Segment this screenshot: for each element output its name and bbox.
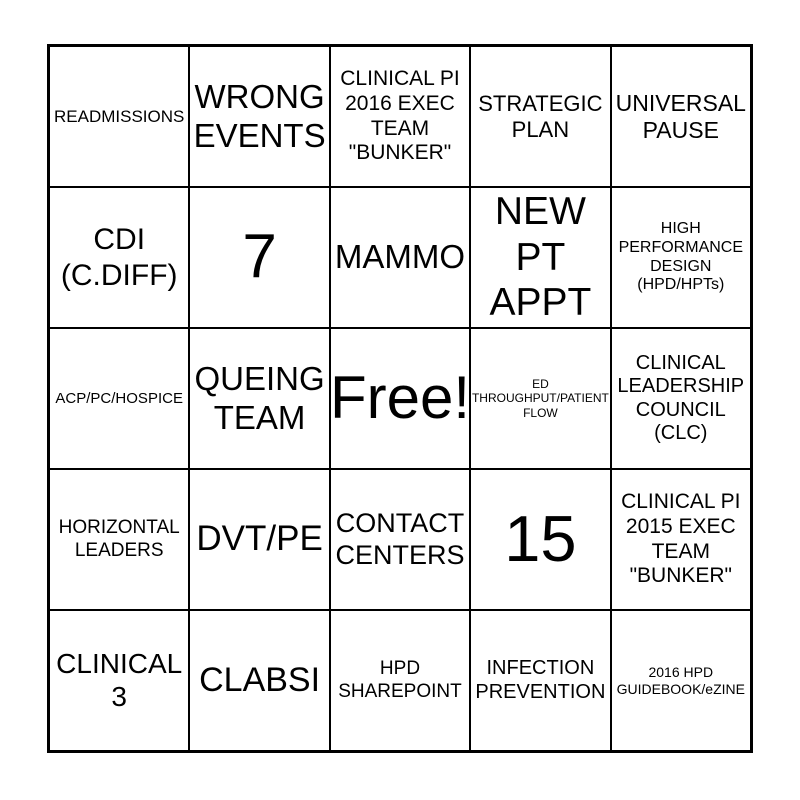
cell-cdi-cdiff[interactable]: CDI (C.DIFF) xyxy=(49,187,190,328)
free-space-cell[interactable]: Free! xyxy=(329,328,471,469)
cell-mammo[interactable]: MAMMO xyxy=(329,187,471,328)
cell-high-performance-design[interactable]: HIGH PERFORMANCE DESIGN (HPD/HPTs) xyxy=(610,187,751,328)
cell-dvt-pe[interactable]: DVT/PE xyxy=(189,469,330,610)
cell-universal-pause[interactable]: UNIVERSAL PAUSE xyxy=(610,46,751,187)
cell-clinical-pi-2016-bunker[interactable]: CLINICAL PI 2016 EXEC TEAM "BUNKER" xyxy=(329,46,471,187)
cell-readmissions[interactable]: READMISSIONS xyxy=(49,46,190,187)
cell-number-7[interactable]: 7 xyxy=(189,187,330,328)
cell-horizontal-leaders[interactable]: HORIZONTAL LEADERS xyxy=(49,469,190,610)
cell-new-pt-appt[interactable]: NEW PT APPT xyxy=(470,187,611,328)
cell-wrong-events[interactable]: WRONG EVENTS xyxy=(189,46,330,187)
cell-contact-centers[interactable]: CONTACT CENTERS xyxy=(329,469,471,610)
cell-clabsi[interactable]: CLABSI xyxy=(189,610,330,751)
bingo-card: READMISSIONS WRONG EVENTS CLINICAL PI 20… xyxy=(47,44,753,753)
cell-number-15[interactable]: 15 xyxy=(470,469,611,610)
cell-acp-pc-hospice[interactable]: ACP/PC/HOSPICE xyxy=(49,328,190,469)
cell-hpd-sharepoint[interactable]: HPD SHAREPOINT xyxy=(329,610,471,751)
cell-strategic-plan[interactable]: STRATEGIC PLAN xyxy=(470,46,611,187)
cell-clinical-pi-2015-bunker[interactable]: CLINICAL PI 2015 EXEC TEAM "BUNKER" xyxy=(610,469,751,610)
cell-ed-throughput-flow[interactable]: ED THROUGHPUT/PATIENT FLOW xyxy=(470,328,611,469)
cell-infection-prevention[interactable]: INFECTION PREVENTION xyxy=(470,610,611,751)
cell-clinical-leadership-council[interactable]: CLINICAL LEADERSHIP COUNCIL (CLC) xyxy=(610,328,751,469)
cell-2016-hpd-guidebook[interactable]: 2016 HPD GUIDEBOOK/eZINE xyxy=(610,610,751,751)
cell-clinical-3[interactable]: CLINICAL 3 xyxy=(49,610,190,751)
cell-queing-team[interactable]: QUEING TEAM xyxy=(189,328,330,469)
